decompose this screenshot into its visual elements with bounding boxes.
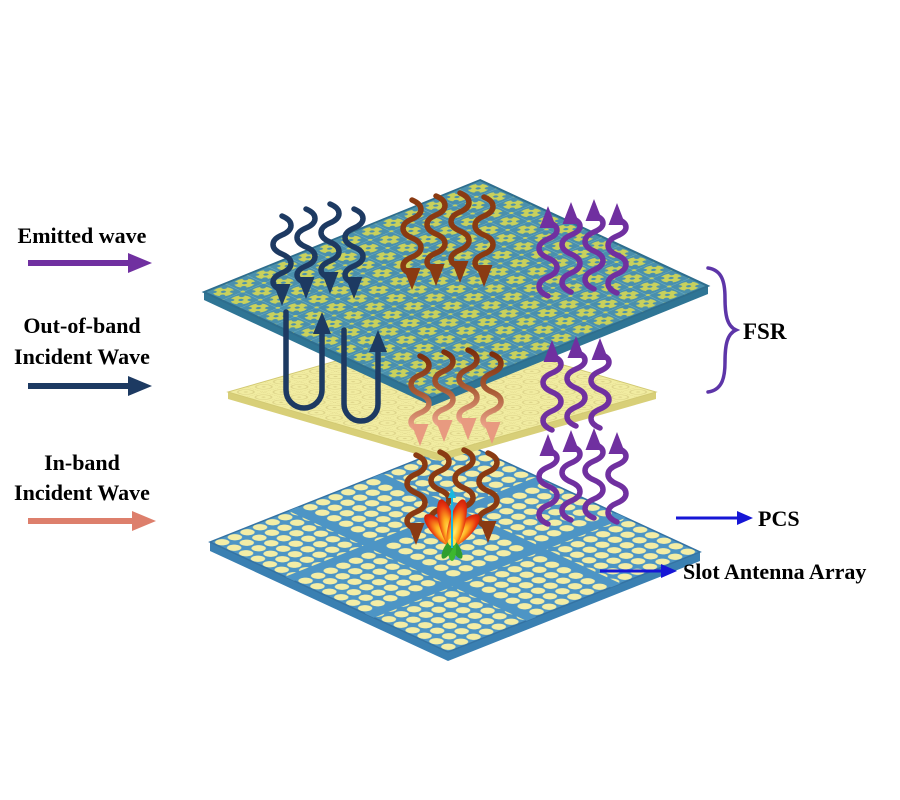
legend-in-band-line1: In-band <box>44 450 120 475</box>
pcs-annotation: PCS <box>676 506 800 531</box>
legend-in-band-line2: Incident Wave <box>14 480 150 505</box>
fsr-brace-icon <box>706 266 741 394</box>
emitted-wave-arrow-icon <box>28 253 152 273</box>
fsr-top-layer-edge <box>204 286 708 406</box>
slot-antenna-annotation: Slot Antenna Array <box>600 559 866 584</box>
pcs-label: PCS <box>758 506 800 531</box>
out-of-band-arrow-icon <box>28 376 152 396</box>
radiation-pattern-blob <box>424 488 480 561</box>
in-band-arrow-icon <box>28 511 156 531</box>
slot-antenna-array-label: Slot Antenna Array <box>683 559 866 584</box>
out-of-band-reflected-u-turn-arrows <box>283 309 387 424</box>
legend: Emitted wave Out-of-band Incident Wave I… <box>14 223 156 531</box>
legend-out-of-band-line1: Out-of-band <box>23 313 140 338</box>
legend-out-of-band-line2: Incident Wave <box>14 344 150 369</box>
pcs-pointer-arrow-icon <box>737 511 753 525</box>
fsr-annotation: FSR <box>706 266 787 394</box>
fsr-label: FSR <box>743 319 787 344</box>
slot-pointer-arrow-icon <box>661 564 677 578</box>
legend-emitted-label: Emitted wave <box>18 223 147 248</box>
